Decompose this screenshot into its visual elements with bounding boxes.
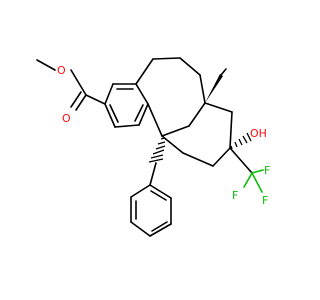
bond-ph-6 [149,184,172,199]
methyl-wedge-bond [205,74,223,103]
carbonyl-oxygen-label: O [62,112,71,125]
bond-carbonyl-double-b [70,91,82,108]
bond-7ring-2 [152,57,181,60]
bond-carbonyl-double-a [75,94,87,111]
bond-carbonyl-ring [85,94,106,105]
bond-o-carbonyl [70,69,87,96]
cyclohexane-ring [161,102,233,167]
bond-ring-3 [135,83,149,105]
methyl-stub-bond [220,68,227,76]
bond-ring-1 [104,83,114,105]
molecule-structure: O O OH F F F [36,57,270,237]
benzyl-hash-bond [148,137,166,163]
bond-7ring-1 [135,58,154,85]
bond-c-f1 [251,169,264,174]
trifluoromethyl-group [229,147,264,193]
bond-6ring-2 [229,111,233,149]
bond-ring-5 [114,124,140,128]
bond-7ring-5 [188,102,206,127]
bond-6ring-1 [204,102,233,113]
bond-ring-6 [104,103,116,128]
aromatic-ring [104,83,149,128]
bond-ch2-phenyl [149,162,157,186]
bond-ph-1 [130,184,151,198]
bond-ring-inner-3 [109,104,119,123]
bond-7ring-7 [147,103,163,137]
bond-7ring-4 [199,74,206,104]
bond-ring-inner-2 [134,104,144,122]
bond-7ring-6 [161,125,190,137]
bond-7ring-3 [179,57,201,76]
cycloheptane-ring [135,57,206,137]
bond-ph-inner-3 [150,190,167,201]
bond-c-f2 [243,172,253,188]
bond-c-f3 [251,172,263,193]
methyl-ester-group [36,59,106,111]
fluorine-label-3: F [262,194,268,207]
bond-6ring-5 [161,135,184,154]
bond-ph-4 [149,223,172,237]
benzyl-group [130,162,172,237]
bond-methyl-o [36,59,56,71]
bond-ph-3 [130,221,151,237]
bond-ring-4 [138,103,149,126]
hydroxyl-hash-bond [230,132,252,150]
bond-ph-inner-2 [151,221,168,232]
bond-6ring-4 [182,152,214,167]
fluorine-label-1: F [264,164,270,177]
bond-c-cf3 [229,147,253,174]
fluorine-label-2: F [232,189,238,202]
bond-6ring-3 [212,147,231,167]
hydroxyl-label: OH [250,127,267,140]
ester-oxygen-label: O [57,64,66,77]
